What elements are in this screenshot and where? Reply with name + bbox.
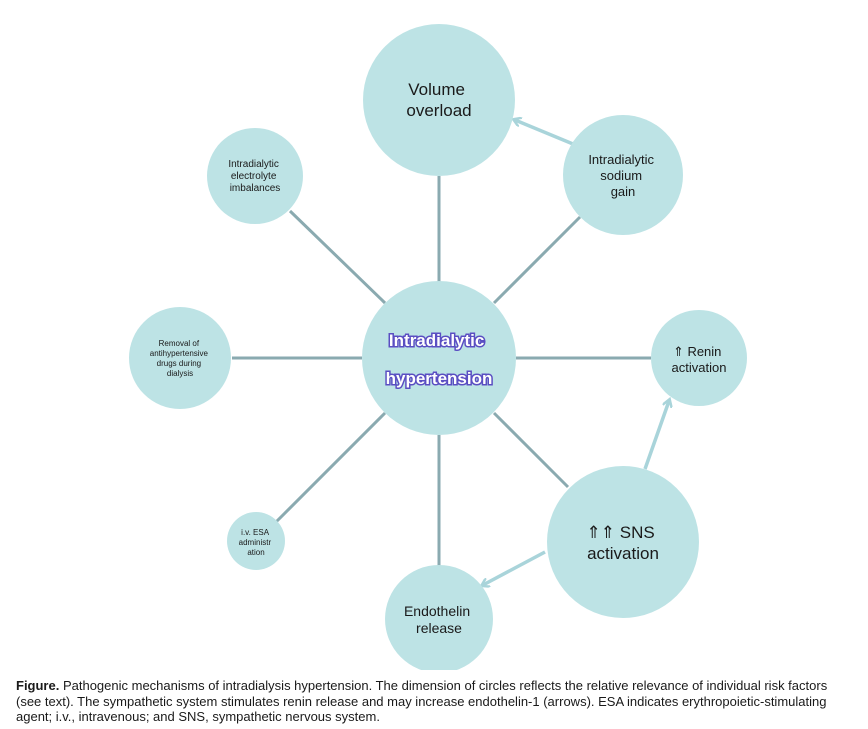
circle-removal	[129, 307, 231, 409]
sns-label: ⇑⇑ SNS activation	[587, 523, 660, 563]
circle-volume-overload	[363, 24, 515, 176]
connector-esa	[272, 411, 387, 526]
circle-renin	[651, 310, 747, 406]
volume-overload-label: Volume overload	[406, 80, 471, 120]
esa-label: i.v. ESA administr ation	[239, 528, 274, 557]
connector-sns	[492, 411, 570, 489]
electrolyte-label: Intradialytic electrolyte imbalances	[228, 159, 281, 194]
connector-lines	[232, 176, 651, 569]
removal-label: Removal of antihypertensive drugs during…	[150, 339, 211, 378]
arrow-sodium-to-volume	[515, 120, 574, 146]
circle-electrolyte	[207, 128, 303, 224]
circle-center	[362, 281, 516, 435]
caption-label: Figure.	[16, 678, 60, 693]
circle-sns	[547, 466, 699, 618]
circles	[129, 24, 747, 670]
pathogenesis-diagram: Intradialytic hypertension Volume overlo…	[129, 24, 747, 670]
connector-sodium-gain	[492, 215, 582, 305]
arrow-sns-to-renin	[643, 401, 669, 470]
circle-endothelin	[385, 565, 493, 670]
circle-esa	[227, 512, 285, 570]
arrows	[483, 120, 669, 585]
endothelin-label: Endothelin release	[404, 603, 474, 636]
circle-sodium-gain	[563, 115, 683, 235]
sodium-gain-label: Intradialytic sodium gain	[588, 152, 657, 199]
connector-electrolyte	[288, 209, 387, 305]
center-label: Intradialytic hypertension	[386, 331, 493, 388]
caption-text: Pathogenic mechanisms of intradialysis h…	[16, 678, 828, 724]
figure-caption: Figure. Pathogenic mechanisms of intradi…	[16, 678, 856, 725]
renin-label: ⇑ Renin activation	[672, 344, 727, 375]
arrow-sns-to-endothelin	[483, 550, 546, 585]
